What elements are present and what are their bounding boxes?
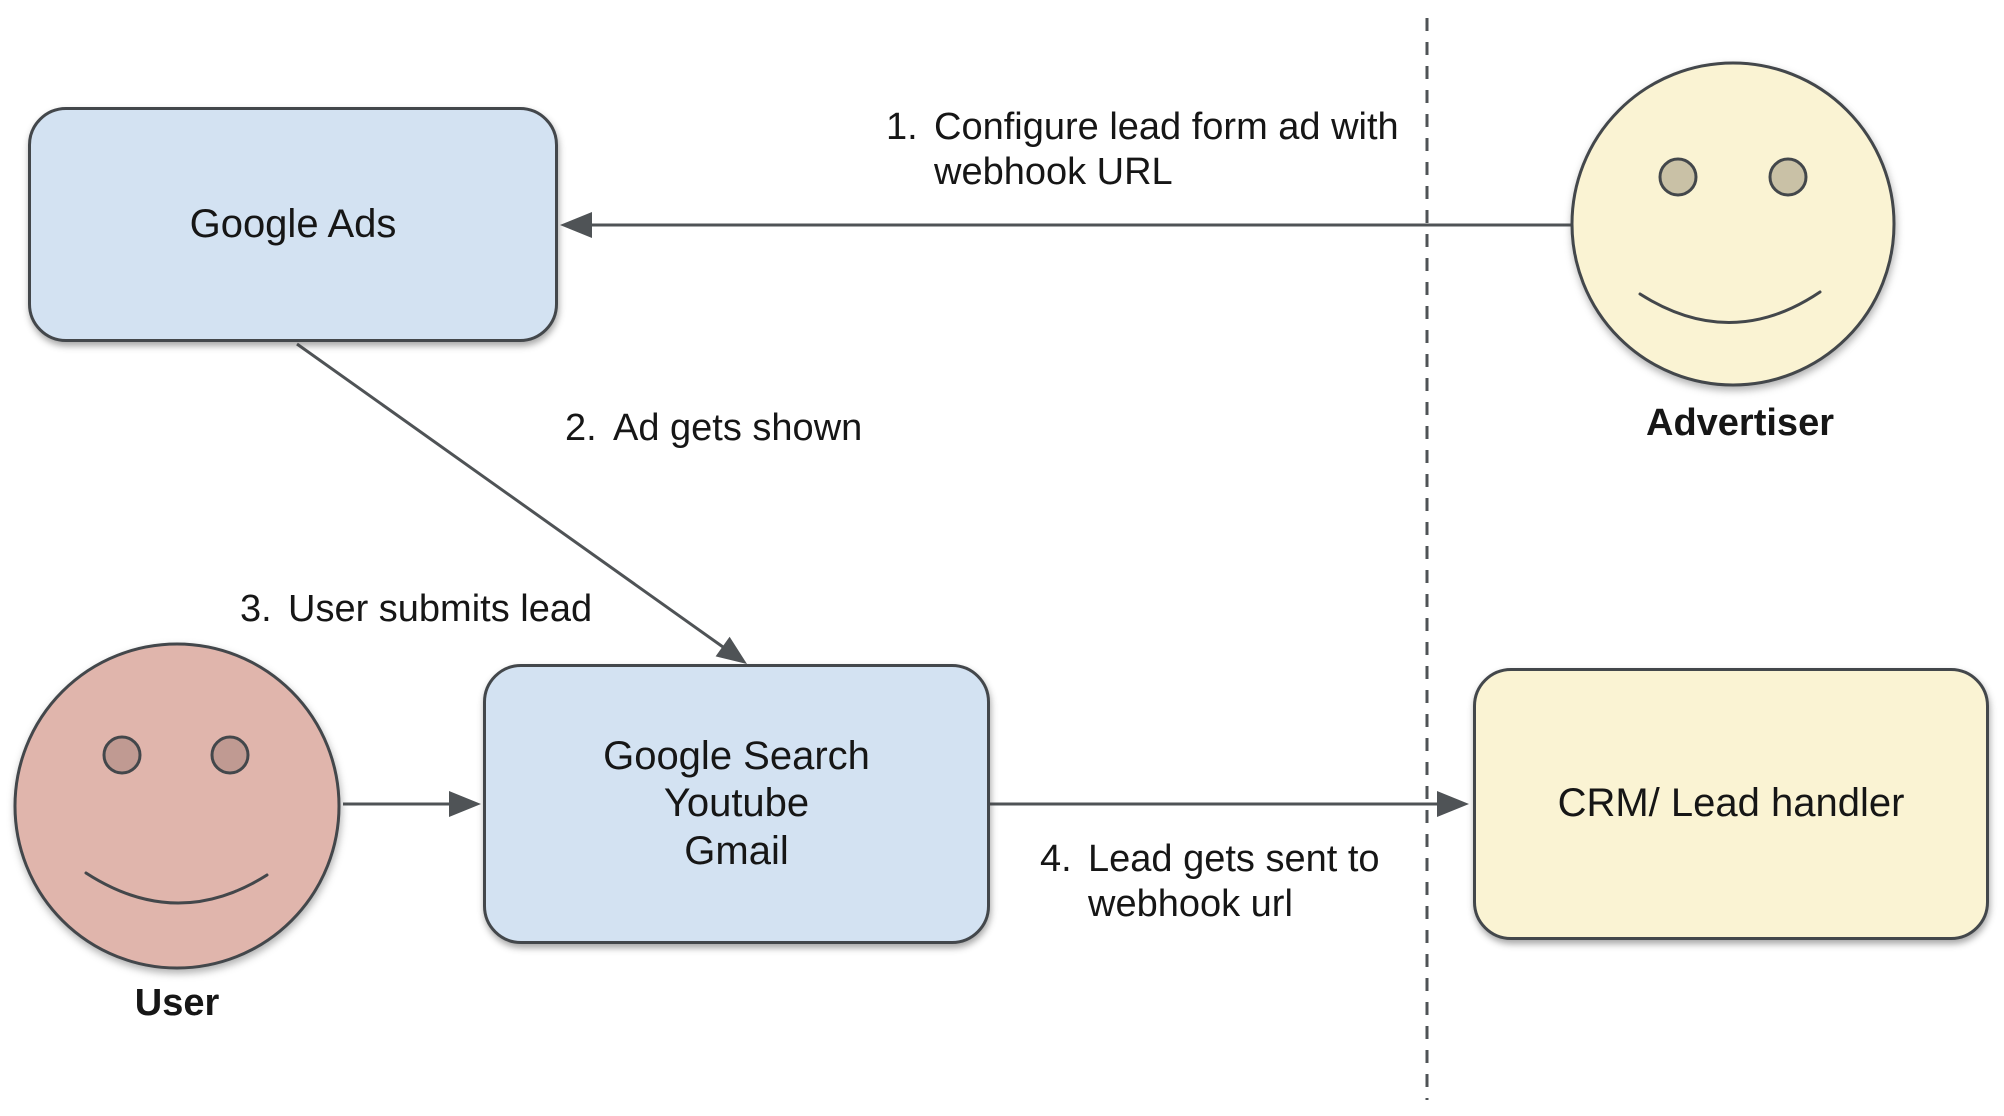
- step-3-text: User submits lead: [288, 588, 593, 630]
- step-1-text: Configure lead form ad with webhook URL: [934, 106, 1399, 193]
- step-3-number: 3.: [240, 588, 272, 630]
- node-google-properties-line-2: Youtube: [663, 781, 810, 826]
- node-google-properties-line-3: Gmail: [684, 828, 789, 873]
- arrow-user-to-properties: [343, 791, 481, 817]
- node-google-ads-label: Google Ads: [189, 201, 397, 246]
- step-1-annotation: 1. Configure lead form ad with webhook U…: [886, 105, 1399, 195]
- advertiser-eye-left-icon: [1658, 157, 1698, 197]
- step-1-number: 1.: [886, 106, 918, 148]
- step-4-number: 4.: [1040, 838, 1072, 880]
- arrow-google-ads-to-properties: [296, 342, 747, 664]
- step-2-annotation: 2. Ad gets shown: [565, 406, 862, 451]
- user-eye-left-icon: [102, 735, 142, 775]
- node-google-ads: Google Ads: [28, 107, 558, 342]
- node-google-properties: Google Search Youtube Gmail: [483, 664, 990, 944]
- advertiser-label: Advertiser: [1646, 402, 1834, 444]
- step-2-number: 2.: [565, 407, 597, 449]
- user-smile-icon: [84, 871, 269, 905]
- advertiser-face-icon: [1570, 61, 1896, 387]
- step-2-text: Ad gets shown: [613, 407, 863, 449]
- user-eye-right-icon: [210, 735, 250, 775]
- arrow-advertiser-to-google-ads: [560, 212, 1572, 238]
- step-3-annotation: 3. User submits lead: [240, 587, 592, 632]
- user-label: User: [134, 982, 220, 1024]
- user-face-icon: [13, 642, 341, 970]
- node-google-properties-line-1: Google Search: [603, 734, 870, 779]
- advertiser-eye-right-icon: [1768, 157, 1808, 197]
- node-crm-lead-handler: CRM/ Lead handler: [1473, 668, 1989, 940]
- step-4-annotation: 4. Lead gets sent to webhook url: [1040, 837, 1380, 927]
- arrow-properties-to-crm: [990, 791, 1469, 817]
- node-crm-label: CRM/ Lead handler: [1557, 781, 1905, 826]
- step-4-text: Lead gets sent to webhook url: [1088, 838, 1380, 925]
- advertiser-smile-icon: [1638, 290, 1822, 324]
